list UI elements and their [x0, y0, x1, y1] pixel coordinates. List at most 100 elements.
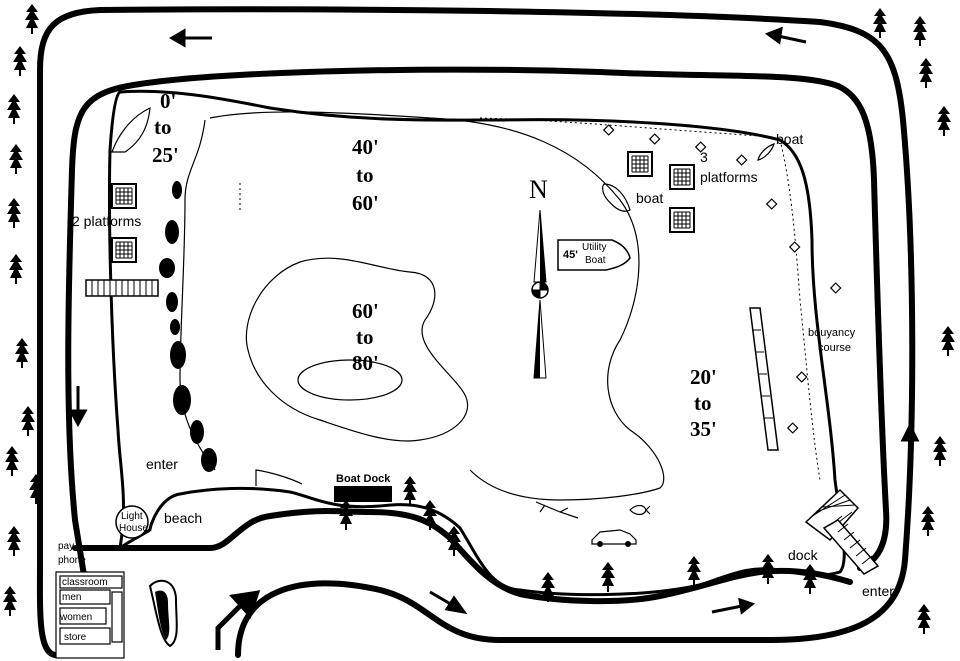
- depth-mid-from: 40': [352, 135, 379, 159]
- dashed-line-east: [779, 139, 821, 481]
- tree-icon: [7, 526, 21, 556]
- tree-icon: [921, 506, 935, 536]
- label-store: store: [64, 632, 87, 643]
- buoy-icon: [602, 124, 842, 434]
- tree-group: [3, 4, 955, 634]
- tree-icon: [937, 106, 951, 136]
- label-platforms-east-count: 3: [700, 149, 708, 165]
- perimeter-road: [36, 6, 916, 658]
- label-classroom: classroom: [62, 577, 108, 588]
- depth-east-to: to: [694, 391, 712, 415]
- tree-icon: [13, 46, 27, 76]
- label-pay-phone-1: pay: [58, 541, 74, 552]
- depth-shallow-max: 25': [152, 143, 179, 167]
- beach-area: [255, 469, 303, 486]
- label-buoyancy-1: bouyancy: [808, 327, 856, 339]
- boat-icon: [111, 107, 151, 153]
- west-pier: [85, 279, 159, 297]
- tree-icon: [919, 58, 933, 88]
- platform-icon: [111, 183, 137, 209]
- tree-icon: [941, 326, 955, 356]
- inner-road-west: [65, 66, 890, 603]
- label-women: women: [59, 612, 92, 623]
- label-utility-2: Boat: [585, 255, 606, 266]
- east-dock: [804, 488, 880, 575]
- label-pay-phone-2: phone: [58, 555, 86, 566]
- label-utility-1: Utility: [582, 242, 606, 253]
- tree-icon: [447, 526, 461, 556]
- tree-icon: [917, 604, 931, 634]
- platform-icon: [111, 237, 137, 263]
- tree-icon: [29, 474, 43, 504]
- tree-icon: [25, 4, 39, 34]
- tree-icon: [9, 254, 23, 284]
- shoreline-trees: [159, 181, 217, 472]
- tree-icon: [601, 562, 615, 592]
- depth-deep-from: 60': [352, 299, 379, 323]
- parking-fill: [155, 590, 170, 640]
- depth-deep-to: to: [356, 325, 374, 349]
- contour-80: [245, 257, 469, 442]
- lighthouse-icon: [115, 505, 149, 539]
- tree-icon: [913, 16, 927, 46]
- platform-icon: [627, 151, 653, 177]
- fish-icon: [629, 504, 651, 516]
- tree-icon: [803, 564, 817, 594]
- building-complex: [55, 571, 125, 659]
- label-boat-ne: boat: [776, 131, 803, 147]
- depth-east-from: 20': [690, 365, 717, 389]
- depth-shallow-from: 0': [160, 89, 176, 113]
- label-lighthouse-1: Light: [121, 511, 143, 522]
- dashed-line-north: [479, 117, 761, 137]
- car-icon: [591, 529, 637, 547]
- shoreline: [107, 89, 846, 597]
- label-dock: dock: [788, 547, 819, 563]
- tree-icon: [15, 338, 29, 368]
- depth-mid-max: 60': [352, 191, 379, 215]
- buoyancy-course: [749, 307, 779, 451]
- tree-icon: [21, 406, 35, 436]
- contour-25: [179, 119, 216, 471]
- depth-shallow-to: to: [154, 115, 172, 139]
- label-utility-depth: 45': [563, 249, 578, 261]
- label-platforms-east: platforms: [700, 169, 758, 185]
- north-arrow-icon: [531, 209, 549, 379]
- tree-icon: [7, 94, 21, 124]
- platform-icon: [669, 207, 695, 233]
- label-beach: beach: [164, 510, 202, 526]
- tree-icon: [7, 198, 21, 228]
- tree-icon: [933, 436, 947, 466]
- tree-icon: [5, 446, 19, 476]
- label-boat-mid: boat: [636, 190, 663, 206]
- boat-icon: [602, 183, 631, 212]
- boat-dock: [334, 486, 392, 502]
- label-enter-east: enter: [862, 583, 894, 599]
- label-buoyancy-2: course: [818, 342, 851, 354]
- depth-east-max: 35': [690, 417, 717, 441]
- contour-60: [209, 111, 665, 501]
- utility-boat: [557, 239, 631, 271]
- tree-icon: [3, 586, 17, 616]
- label-north: N: [529, 175, 548, 204]
- platform-icon: [669, 164, 695, 190]
- label-boat-dock: Boat Dock: [336, 473, 391, 485]
- depth-deep-max: 80': [352, 351, 379, 375]
- tree-icon: [339, 500, 353, 530]
- label-enter-west: enter: [146, 456, 178, 472]
- label-men: men: [62, 592, 81, 603]
- tree-icon: [687, 556, 701, 586]
- depth-mid-to: to: [356, 163, 374, 187]
- boat-icon: [757, 143, 775, 161]
- tree-icon: [873, 8, 887, 38]
- deepest-contour: [297, 359, 403, 401]
- diver-icon: [535, 501, 579, 519]
- arrow-icon: [68, 26, 920, 650]
- tree-icon: [423, 500, 437, 530]
- tree-icon: [403, 476, 417, 506]
- tree-icon: [541, 572, 555, 602]
- south-road: [72, 508, 853, 605]
- label-lighthouse-2: House: [119, 523, 148, 534]
- label-platforms-west: 2 platforms: [72, 213, 141, 229]
